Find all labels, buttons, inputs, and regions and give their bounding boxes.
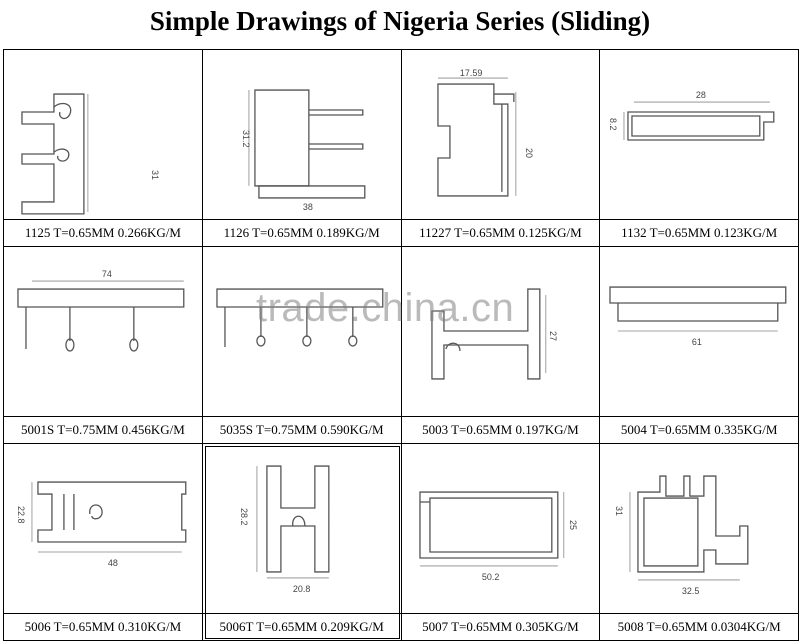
page-title: Simple Drawings of Nigeria Series (Slidi… bbox=[149, 6, 651, 36]
profile-caption: 5007 T=0.65MM 0.305KG/M bbox=[401, 613, 600, 640]
dim-label: 31.2 bbox=[241, 130, 251, 147]
profile-drawing-5006: 22.8 48 bbox=[4, 444, 202, 613]
dim-label: 25 bbox=[567, 520, 577, 530]
profile-cell-11227[interactable]: 17.59 20 11227 T=0.65MM 0.125KG/M bbox=[401, 50, 601, 247]
profile-caption: 5004 T=0.65MM 0.335KG/M bbox=[600, 416, 798, 443]
dim-label: 27 bbox=[547, 331, 557, 341]
profile-caption: 1125 T=0.65MM 0.266KG/M bbox=[4, 219, 202, 246]
profile-caption: 1132 T=0.65MM 0.123KG/M bbox=[600, 219, 798, 246]
profile-drawing-1132: 28 8.2 bbox=[600, 50, 798, 219]
profile-cell-5001s[interactable]: 74 5001S T=0.75MM 0.456KG/M bbox=[4, 247, 203, 444]
dim-label: 74 bbox=[102, 269, 112, 279]
profile-drawing-5001s: 74 bbox=[4, 247, 202, 416]
dim-label: 31 bbox=[150, 170, 160, 180]
profile-drawing-1125: 31 38 bbox=[4, 50, 202, 219]
profile-caption: 11227 T=0.65MM 0.125KG/M bbox=[401, 219, 600, 246]
profile-caption: 5035S T=0.75MM 0.590KG/M bbox=[202, 416, 401, 443]
profile-drawing-5004: 61 bbox=[600, 247, 798, 416]
profile-caption: 1126 T=0.65MM 0.189KG/M bbox=[202, 219, 401, 246]
profile-caption: 5006 T=0.65MM 0.310KG/M bbox=[4, 613, 202, 640]
profile-drawing-5006t: 28.2 20.8 bbox=[203, 444, 401, 613]
dim-label: 17.59 bbox=[459, 68, 481, 78]
dim-label: 48 bbox=[108, 558, 118, 568]
profile-drawing-5003: 27 bbox=[402, 247, 600, 416]
profile-cell-5007[interactable]: 25 50.2 5007 T=0.65MM 0.305KG/M bbox=[401, 444, 601, 641]
profile-cell-1125[interactable]: 31 38 1125 T=0.65MM 0.266KG/M bbox=[4, 50, 203, 247]
profile-drawing-11227: 17.59 20 bbox=[402, 50, 600, 219]
profile-cell-5006[interactable]: 22.8 48 5006 T=0.65MM 0.310KG/M bbox=[4, 444, 203, 641]
dim-label: 32.5 bbox=[682, 586, 699, 596]
profile-caption: 5006T T=0.65MM 0.209KG/M bbox=[202, 613, 401, 640]
profile-drawing-5035s bbox=[203, 247, 401, 416]
profile-drawing-5008: 31 32.5 bbox=[600, 444, 798, 613]
dim-label: 61 bbox=[692, 337, 702, 347]
profile-cell-5006t[interactable]: 28.2 20.8 5006T T=0.65MM 0.209KG/M bbox=[202, 444, 402, 641]
profile-grid: 31 38 1125 T=0.65MM 0.266KG/M 31.2 38 11… bbox=[3, 49, 799, 641]
profile-caption: 5008 T=0.65MM 0.0304KG/M bbox=[600, 613, 798, 640]
dim-label: 28.2 bbox=[239, 508, 249, 525]
dim-label: 8.2 bbox=[608, 118, 618, 130]
dim-label: 38 bbox=[303, 202, 313, 212]
profile-cell-5008[interactable]: 31 32.5 5008 T=0.65MM 0.0304KG/M bbox=[600, 444, 799, 641]
profile-cell-5003[interactable]: 27 5003 T=0.65MM 0.197KG/M bbox=[401, 247, 601, 444]
dim-label: 22.8 bbox=[16, 506, 26, 523]
dim-label: 20.8 bbox=[293, 584, 310, 594]
dim-label: 20 bbox=[523, 148, 533, 158]
profile-cell-5035s[interactable]: 5035S T=0.75MM 0.590KG/M bbox=[202, 247, 402, 444]
profile-cell-5004[interactable]: 61 5004 T=0.65MM 0.335KG/M bbox=[600, 247, 799, 444]
profile-drawing-1126: 31.2 38 bbox=[203, 50, 401, 219]
dim-label: 31 bbox=[614, 506, 624, 516]
dim-label: 50.2 bbox=[481, 572, 498, 582]
profile-drawing-5007: 25 50.2 bbox=[402, 444, 600, 613]
profile-caption: 5001S T=0.75MM 0.456KG/M bbox=[4, 416, 202, 443]
dim-label: 28 bbox=[696, 90, 706, 100]
profile-caption: 5003 T=0.65MM 0.197KG/M bbox=[401, 416, 600, 443]
profile-cell-1126[interactable]: 31.2 38 1126 T=0.65MM 0.189KG/M bbox=[202, 50, 402, 247]
profile-cell-1132[interactable]: 28 8.2 1132 T=0.65MM 0.123KG/M bbox=[600, 50, 799, 247]
